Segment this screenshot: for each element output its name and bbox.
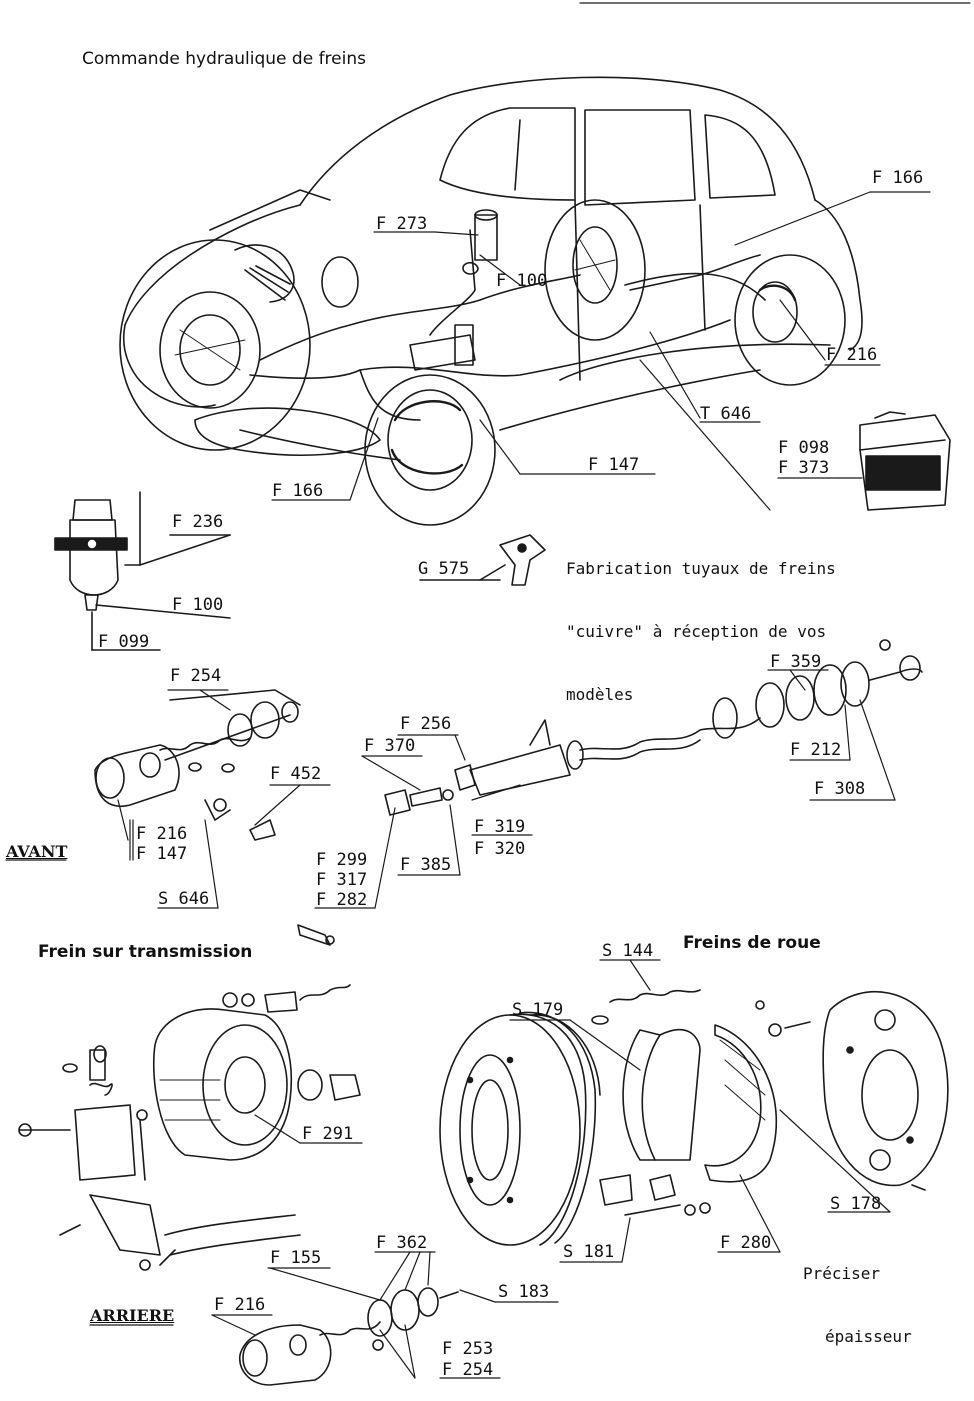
part-ref-f216-car: F 216 bbox=[826, 345, 878, 365]
part-ref-f155: F 155 bbox=[270, 1248, 322, 1268]
part-ref-f362: F 362 bbox=[376, 1233, 428, 1253]
middle-leader-lines bbox=[314, 669, 896, 909]
part-ref-f359: F 359 bbox=[770, 652, 822, 672]
note-thickness-line-1: Préciser bbox=[803, 1264, 881, 1283]
part-ref-f373: F 373 bbox=[778, 458, 830, 478]
master-cylinder-icon bbox=[297, 639, 923, 946]
brake-fluid-can-icon bbox=[859, 411, 951, 511]
part-ref-f147-front: F 147 bbox=[136, 844, 188, 864]
part-ref-f212: F 212 bbox=[790, 740, 842, 760]
part-ref-f236: F 236 bbox=[172, 512, 224, 532]
reservoir-icon bbox=[54, 491, 231, 651]
part-ref-g575: G 575 bbox=[418, 559, 470, 579]
section-title-transmission: Frein sur transmission bbox=[38, 942, 253, 962]
car-illustration-icon bbox=[119, 76, 863, 526]
transmission-brake-icon bbox=[18, 984, 361, 1271]
part-ref-f100-car: F 100 bbox=[496, 271, 548, 291]
front-leader-lines bbox=[5, 689, 331, 909]
part-ref-f317: F 317 bbox=[316, 870, 368, 890]
side-label-rear: ARRIERE bbox=[90, 1306, 175, 1325]
part-ref-f320: F 320 bbox=[474, 839, 526, 859]
part-ref-f166-top: F 166 bbox=[872, 168, 924, 188]
wheel-leader-lines bbox=[509, 959, 891, 1263]
part-ref-f216-rear: F 216 bbox=[214, 1295, 266, 1315]
part-ref-s178: S 178 bbox=[830, 1194, 882, 1214]
part-ref-f291: F 291 bbox=[302, 1124, 354, 1144]
part-ref-f166-bottom: F 166 bbox=[272, 481, 324, 501]
rear-wheel-cylinder-icon bbox=[239, 1287, 459, 1386]
note-copper-line-2: "cuivre" à réception de vos bbox=[566, 622, 827, 641]
part-ref-f253: F 253 bbox=[442, 1339, 494, 1359]
part-ref-f254-front: F 254 bbox=[170, 666, 222, 686]
part-ref-f319: F 319 bbox=[474, 817, 526, 837]
brake-drum-icon bbox=[439, 1011, 601, 1246]
part-ref-s181: S 181 bbox=[563, 1242, 615, 1262]
part-ref-f273: F 273 bbox=[376, 214, 428, 234]
part-ref-f098: F 098 bbox=[778, 438, 830, 458]
part-ref-f280: F 280 bbox=[720, 1233, 772, 1253]
car-leader-lines bbox=[271, 191, 931, 511]
part-ref-t646: T 646 bbox=[700, 404, 752, 424]
part-ref-s144: S 144 bbox=[602, 941, 654, 961]
note-copper-pipes: Fabrication tuyaux de freins "cuivre" à … bbox=[566, 516, 836, 747]
part-ref-f385: F 385 bbox=[400, 855, 452, 875]
section-title-wheel: Freins de roue bbox=[683, 933, 821, 953]
pipe-fitting-icon bbox=[419, 534, 546, 586]
note-copper-line-3: modèles bbox=[566, 685, 634, 704]
transmission-leader-lines bbox=[254, 1114, 363, 1144]
part-ref-f100-reservoir: F 100 bbox=[172, 595, 224, 615]
part-ref-f370: F 370 bbox=[364, 736, 416, 756]
note-thickness-line-2: épaisseur bbox=[825, 1327, 912, 1346]
part-ref-s179: S 179 bbox=[512, 1000, 564, 1020]
note-thickness: Préciser épaisseur bbox=[803, 1221, 912, 1389]
part-ref-f282: F 282 bbox=[316, 890, 368, 910]
part-ref-f099: F 099 bbox=[98, 632, 150, 652]
part-ref-f299: F 299 bbox=[316, 850, 368, 870]
part-ref-f254-rear: F 254 bbox=[442, 1360, 494, 1380]
part-ref-f308: F 308 bbox=[814, 779, 866, 799]
wheel-cylinder-icon bbox=[94, 689, 301, 841]
part-ref-s183: S 183 bbox=[498, 1282, 550, 1302]
page-title: Commande hydraulique de freins bbox=[82, 49, 366, 69]
part-ref-f147-car: F 147 bbox=[588, 455, 640, 475]
note-copper-line-1: Fabrication tuyaux de freins bbox=[566, 559, 836, 578]
rear-leader-lines bbox=[89, 1251, 559, 1379]
part-ref-f256: F 256 bbox=[400, 714, 452, 734]
brake-shoe-icon bbox=[591, 989, 811, 1216]
backing-plate-icon bbox=[822, 990, 949, 1191]
part-ref-f452: F 452 bbox=[270, 764, 322, 784]
side-label-front: AVANT bbox=[6, 842, 68, 861]
part-ref-f216-front: F 216 bbox=[136, 824, 188, 844]
part-ref-s646: S 646 bbox=[158, 889, 210, 909]
